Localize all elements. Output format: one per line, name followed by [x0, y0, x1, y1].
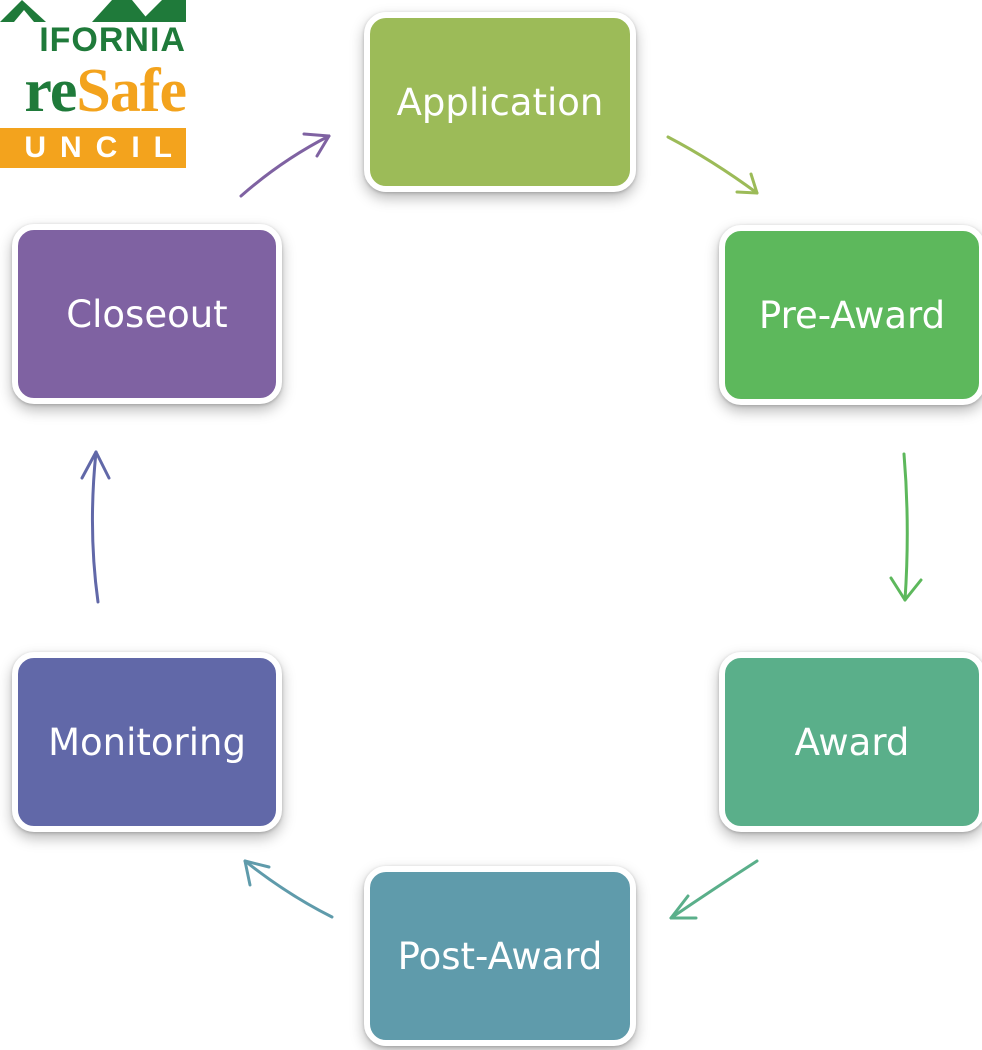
step-label: Post-Award [397, 934, 603, 978]
logo-text-firesafe: reSafe [0, 57, 187, 125]
california-firesafe-council-logo: IFORNIA reSafe UNCIL [0, 0, 190, 172]
mountain-icon [0, 0, 186, 22]
step-label: Monitoring [48, 720, 246, 764]
arrow-application-to-pre-award [666, 135, 759, 195]
logo-text-firesafe-b: Safe [76, 57, 187, 125]
step-label: Application [396, 80, 604, 124]
arrow-pre-award-to-award [889, 452, 923, 602]
step-application: Application [364, 12, 636, 192]
step-label: Award [794, 720, 910, 764]
logo-text-firesafe-a: re [24, 57, 77, 125]
logo-text-state: IFORNIA [39, 21, 186, 59]
step-award: Award [719, 652, 982, 832]
arrow-post-award-to-monitoring [243, 859, 334, 919]
step-label: Pre-Award [758, 293, 946, 337]
step-post-award: Post-Award [364, 866, 636, 1046]
arrow-closeout-to-application [239, 132, 331, 198]
logo-text-council: UNCIL [0, 128, 186, 168]
arrow-monitoring-to-closeout [80, 450, 111, 604]
step-closeout: Closeout [12, 224, 282, 404]
arrow-award-to-post-award [669, 859, 759, 920]
step-pre-award: Pre-Award [719, 225, 982, 405]
step-monitoring: Monitoring [12, 652, 282, 832]
step-label: Closeout [66, 292, 228, 336]
